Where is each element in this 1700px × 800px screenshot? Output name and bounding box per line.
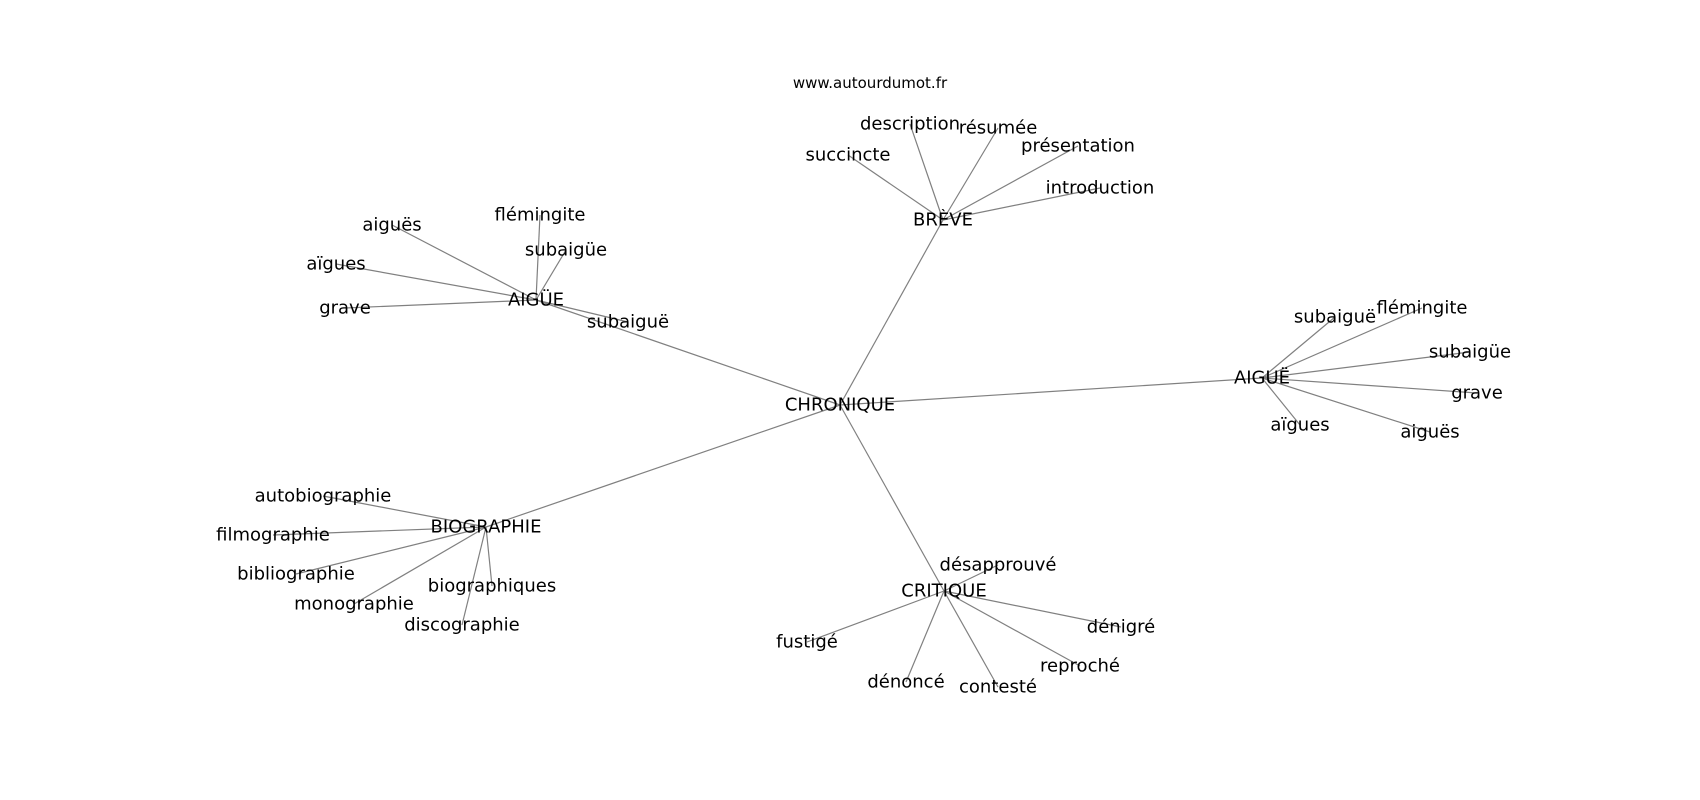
hub-node: BIOGRAPHIE bbox=[431, 517, 542, 538]
edge-center-hub bbox=[839, 377, 1263, 406]
leaf-node: subaigüe bbox=[1429, 342, 1511, 363]
edge-hub-leaf bbox=[905, 590, 945, 683]
leaf-node: aïgues bbox=[1270, 415, 1329, 436]
edge-hub-leaf bbox=[1261, 316, 1336, 379]
leaf-node: bibliographie bbox=[237, 564, 355, 585]
leaf-node: aiguës bbox=[362, 215, 421, 236]
edge-hub-leaf bbox=[535, 299, 629, 323]
edge-center-hub bbox=[535, 299, 841, 406]
leaf-node: résumée bbox=[959, 118, 1038, 139]
leaf-node: subaiguë bbox=[1294, 307, 1376, 328]
leaf-node: reproché bbox=[1040, 656, 1120, 677]
edge-hub-leaf bbox=[942, 145, 1079, 221]
leaf-node: subaiguë bbox=[587, 312, 669, 333]
graph-edges bbox=[272, 123, 1478, 688]
leaf-node: dénigré bbox=[1087, 617, 1155, 638]
edge-hub-leaf bbox=[943, 590, 1122, 628]
leaf-node: biographiques bbox=[428, 576, 556, 597]
edge-center-hub bbox=[485, 404, 841, 528]
edge-hub-leaf bbox=[943, 590, 999, 688]
edge-hub-leaf bbox=[806, 590, 945, 643]
edge-hub-leaf bbox=[295, 526, 487, 575]
edge-hub-leaf bbox=[353, 526, 487, 605]
edge-hub-leaf bbox=[943, 564, 999, 592]
leaf-node: autobiographie bbox=[255, 486, 392, 507]
edge-hub-leaf bbox=[1261, 377, 1301, 426]
hub-node: AIGUË bbox=[1234, 368, 1290, 389]
edge-hub-leaf bbox=[1261, 307, 1423, 379]
leaf-node: flémingite bbox=[1377, 298, 1468, 319]
leaf-node: grave bbox=[319, 298, 371, 319]
leaf-node: désapprouvé bbox=[940, 555, 1057, 576]
leaf-node: description bbox=[860, 114, 960, 135]
leaf-node: introduction bbox=[1046, 178, 1155, 199]
edge-hub-leaf bbox=[1261, 377, 1478, 394]
edge-hub-leaf bbox=[344, 299, 537, 309]
leaf-node: contesté bbox=[959, 677, 1037, 698]
edge-hub-leaf bbox=[272, 526, 487, 536]
hub-node: BRÈVE bbox=[913, 209, 973, 231]
leaf-node: subaigüe bbox=[525, 240, 607, 261]
edge-hub-leaf bbox=[1261, 351, 1471, 379]
leaf-node: grave bbox=[1451, 383, 1503, 404]
edge-hub-leaf bbox=[943, 590, 1081, 667]
leaf-node: succincte bbox=[805, 145, 890, 166]
leaf-node: monographie bbox=[294, 594, 414, 615]
edge-hub-leaf bbox=[847, 154, 944, 221]
leaf-node: présentation bbox=[1021, 136, 1135, 157]
edge-hub-leaf bbox=[322, 495, 487, 528]
edge-hub-leaf bbox=[335, 263, 537, 301]
graph-labels: www.autourdumot.fr CHRONIQUE BRÈVE descrip… bbox=[216, 74, 1511, 698]
edge-hub-leaf bbox=[535, 214, 541, 301]
source-label: www.autourdumot.fr bbox=[793, 74, 948, 92]
leaf-node: aiguës bbox=[1400, 422, 1459, 443]
leaf-node: flémingite bbox=[495, 205, 586, 226]
edge-hub-leaf bbox=[909, 123, 944, 221]
edge-hub-leaf bbox=[535, 249, 567, 301]
edge-hub-leaf bbox=[485, 526, 493, 587]
leaf-node: discographie bbox=[404, 615, 519, 636]
edge-hub-leaf bbox=[942, 187, 1101, 221]
leaf-node: filmographie bbox=[216, 525, 330, 546]
edge-hub-leaf bbox=[1261, 377, 1431, 433]
center-node: CHRONIQUE bbox=[785, 395, 895, 416]
edge-hub-leaf bbox=[391, 224, 537, 301]
edge-hub-leaf bbox=[461, 526, 487, 626]
hub-node: CRITIQUE bbox=[901, 581, 986, 602]
leaf-node: fustigé bbox=[776, 632, 838, 653]
leaf-node: aïgues bbox=[306, 254, 365, 275]
edge-hub-leaf bbox=[942, 127, 999, 221]
hub-node: AIGÜE bbox=[508, 289, 564, 311]
edge-center-hub bbox=[839, 219, 944, 406]
leaf-node: dénoncé bbox=[867, 672, 944, 693]
edge-center-hub bbox=[839, 404, 945, 592]
